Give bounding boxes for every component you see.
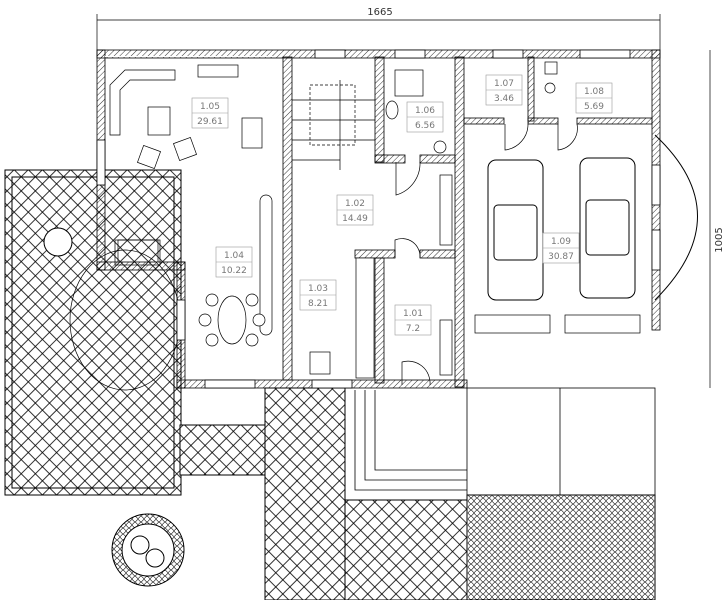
room-area: 30.87 <box>548 252 574 262</box>
room-label-1.07: 1.07 3.46 <box>485 74 523 106</box>
room-number: 1.06 <box>415 106 435 116</box>
room-area: 29.61 <box>197 117 223 127</box>
room-number: 1.02 <box>345 199 365 209</box>
dimension-width <box>96 14 661 50</box>
room-label-1.02: 1.02 14.49 <box>336 194 374 226</box>
room-area: 8.21 <box>308 299 328 309</box>
cars <box>487 157 636 301</box>
windows <box>96 49 661 389</box>
room-label-1.04: 1.04 10.22 <box>215 246 253 278</box>
room-area: 5.69 <box>584 102 604 112</box>
room-area: 3.46 <box>494 94 514 104</box>
dimension-height-label: 1005 <box>714 227 725 252</box>
room-number: 1.05 <box>200 102 220 112</box>
paving-south <box>179 424 267 476</box>
furniture <box>109 61 641 379</box>
room-label-1.09: 1.09 30.87 <box>542 232 580 264</box>
car-right <box>579 157 636 299</box>
terrace <box>4 169 182 496</box>
entrance-steps <box>344 387 656 501</box>
room-number: 1.07 <box>494 79 514 89</box>
room-number: 1.04 <box>224 251 244 261</box>
room-number: 1.01 <box>403 309 423 319</box>
room-label-1.03: 1.03 8.21 <box>299 279 337 311</box>
room-label-1.05: 1.05 29.61 <box>191 97 229 129</box>
room-label-1.01: 1.01 7.2 <box>394 304 432 336</box>
room-area: 6.56 <box>415 121 435 131</box>
room-label-1.08: 1.08 5.69 <box>575 82 613 114</box>
doors <box>117 123 578 386</box>
car-left <box>487 159 544 301</box>
room-area: 7.2 <box>406 324 420 334</box>
paving-lower <box>344 499 468 600</box>
driveway-cobble <box>466 494 656 600</box>
dimension-width-label: 1665 <box>367 7 392 18</box>
room-number: 1.03 <box>308 284 328 294</box>
room-area: 10.22 <box>221 266 247 276</box>
room-number: 1.09 <box>551 237 571 247</box>
paving-entrance <box>264 387 346 600</box>
room-number: 1.08 <box>584 87 604 97</box>
room-label-1.06: 1.06 6.56 <box>406 101 444 133</box>
garage-arc <box>654 134 698 301</box>
room-area: 14.49 <box>342 214 368 224</box>
round-planter <box>111 513 185 587</box>
